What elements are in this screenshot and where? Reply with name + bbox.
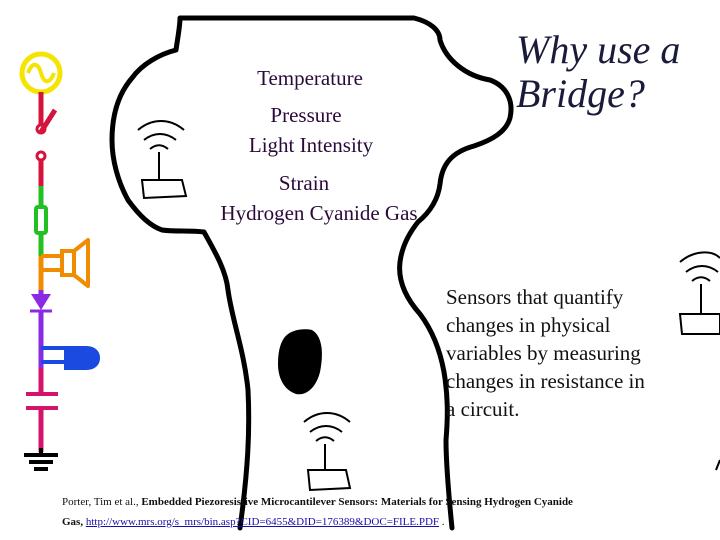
wireless-sensor-icon	[137, 120, 188, 200]
capacitor-icon	[26, 392, 58, 410]
circuit-strip	[19, 51, 100, 471]
ground-icon	[24, 448, 58, 471]
description-line: changes in physical	[446, 313, 611, 337]
citation-line-1: Porter, Tim et al., Embedded Piezoresist…	[62, 496, 573, 508]
citation-line-2: Gas, http://www.mrs.org/s_mrs/bin.asp?CI…	[62, 516, 445, 528]
sensor-type-pressure: Pressure	[270, 103, 342, 127]
tree-outline	[109, 15, 514, 531]
wireless-sensor-icon	[678, 251, 720, 335]
resistor-icon	[34, 205, 48, 235]
description-line: changes in resistance in	[446, 369, 645, 393]
description-line: Sensors that quantify	[446, 285, 624, 309]
slide-title: Why use a Bridge?	[516, 28, 680, 116]
citation-link[interactable]: http://www.mrs.org/s_mrs/bin.asp?CID=645…	[85, 516, 440, 528]
edge-mark	[715, 459, 720, 471]
sensor-type-hydrogen-cyanide: Hydrogen Cyanide Gas	[220, 201, 418, 225]
led-icon	[64, 346, 100, 370]
slide-title-line: Why use a	[516, 27, 681, 72]
citation-authors: Porter, Tim et al.,	[62, 496, 142, 508]
slide-title-line: Bridge?	[516, 71, 645, 116]
sensor-description: Sensors that quantify changes in physica…	[446, 283, 645, 423]
citation-title: Embedded Piezoresistive Microcantilever …	[141, 496, 573, 508]
citation-period: .	[439, 516, 445, 528]
sensor-type-strain: Strain	[278, 171, 330, 195]
tree-knot	[278, 329, 322, 395]
sensor-type-light-intensity: Light Intensity	[248, 133, 374, 157]
description-line: a circuit.	[446, 397, 520, 421]
switch-icon	[35, 108, 58, 186]
speaker-icon	[60, 238, 90, 288]
wireless-sensor-icon	[303, 412, 352, 492]
diode-icon	[31, 294, 51, 310]
description-line: variables by measuring	[446, 341, 641, 365]
sensor-type-temperature: Temperature	[257, 66, 363, 90]
citation-title-end: Gas,	[62, 516, 86, 528]
